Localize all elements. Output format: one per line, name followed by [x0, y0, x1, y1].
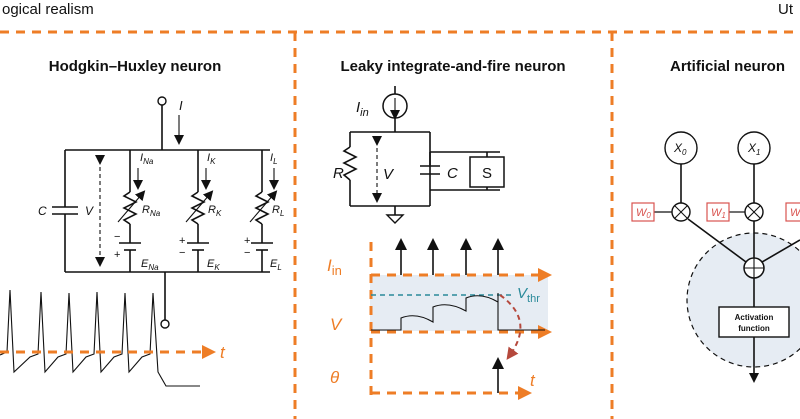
hh-capacitor-label: C: [38, 204, 47, 218]
hh-time-arrowhead: [202, 345, 216, 359]
lif-row-input-label: Iin: [327, 256, 342, 278]
ann-weight-box: [706, 202, 730, 222]
hh-na-resistor: [122, 191, 138, 225]
hh-input-terminal: [157, 96, 167, 106]
hh-l-resistor-label: RL: [272, 204, 284, 218]
hh-l-plus: +: [244, 235, 250, 247]
lif-panel: Leaky integrate-and-fire neuron Iin R V …: [327, 58, 566, 400]
hh-k-resistor: [190, 191, 206, 225]
hh-branch-k: IK RK + − EK: [179, 150, 222, 272]
ann-input-label-1: X1: [747, 141, 760, 157]
lif-ground: [385, 214, 405, 224]
hh-k-minus: −: [179, 247, 185, 259]
ann-activation-line2: function: [738, 324, 770, 333]
lif-threshold-label: Vthr: [517, 285, 540, 305]
hh-k-current: IK: [207, 152, 216, 166]
hh-voltage-label: V: [85, 204, 94, 218]
hh-panel: Hodgkin–Huxley neuron I C V INa RNa: [0, 58, 284, 387]
hh-l-minus: −: [244, 247, 250, 259]
hh-output-terminal: [160, 319, 170, 329]
lif-resistor: [342, 146, 358, 181]
ann-weight-label-1: W1: [711, 207, 726, 220]
hh-na-minus: −: [114, 231, 120, 243]
ann-activation-line1: Activation: [735, 313, 774, 322]
hh-l-current: IL: [270, 152, 278, 166]
lif-capacitor-label: C: [447, 165, 458, 182]
ann-panel: Artificial neuron X0 X1 W0 W1 W: [631, 58, 800, 383]
hh-input-label: I: [179, 98, 183, 113]
ann-weight-label-0: W0: [636, 207, 651, 220]
ann-title: Artificial neuron: [670, 58, 785, 75]
hh-na-resistor-label: RNa: [142, 204, 161, 218]
lif-voltage-label: V: [383, 166, 395, 183]
ann-input-label-0: X0: [673, 141, 687, 157]
lif-current-label: Iin: [356, 99, 369, 119]
header-right-title: Ut: [778, 1, 794, 18]
hh-l-resistor: [254, 191, 270, 225]
ann-weight-box: [785, 202, 800, 222]
lif-title: Leaky integrate-and-fire neuron: [340, 58, 565, 75]
hh-na-current: INa: [140, 152, 154, 166]
lif-input-spikes: [395, 238, 504, 275]
hh-k-plus: +: [179, 235, 185, 247]
hh-na-plus: +: [114, 249, 120, 261]
hh-k-battery-label: EK: [207, 258, 220, 272]
hh-title: Hodgkin–Huxley neuron: [49, 58, 222, 75]
ann-weight-label-2: W: [790, 207, 800, 219]
lif-time-label: t: [530, 371, 536, 390]
lif-shaded-region: [370, 275, 548, 331]
lif-row-voltage-label: V: [330, 315, 343, 334]
header-left-title: ogical realism: [2, 1, 94, 18]
lif-row-theta-label: θ: [330, 368, 340, 387]
hh-na-battery-label: ENa: [141, 258, 159, 272]
lif-resistor-label: R: [333, 165, 344, 182]
hh-l-battery-label: EL: [270, 258, 282, 272]
hh-spike-train: [0, 289, 200, 387]
hh-branch-l: IL RL + − EL: [244, 150, 284, 272]
hh-k-resistor-label: RK: [208, 204, 222, 218]
ann-neuron-body: [686, 232, 800, 368]
ann-weight-box: [631, 202, 655, 222]
lif-switch-label: S: [482, 165, 492, 182]
lif-membrane-trace: [371, 293, 545, 331]
hh-time-label: t: [220, 343, 226, 362]
hh-branch-na: INa RNa − + ENa: [114, 150, 161, 272]
